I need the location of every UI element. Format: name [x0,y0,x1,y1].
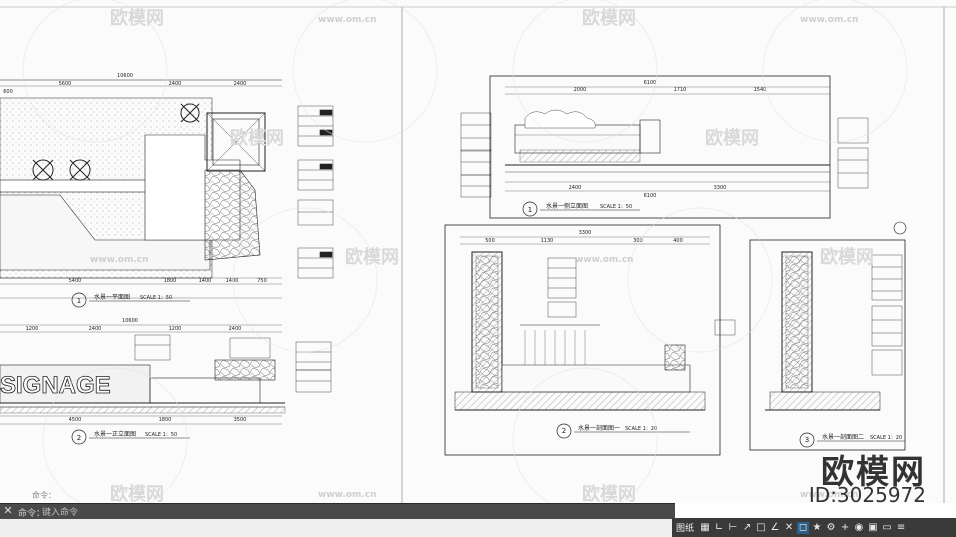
section1-dim-top-1: 500 [485,238,495,244]
watermark-url-4: www.om.cn [575,255,634,265]
layout-tabs-strip [0,519,672,537]
watermark-url-6: www.om.cn [800,490,859,500]
osnap-icon[interactable]: □ [756,521,766,533]
elevation-dim-top-3: 1200 [169,326,182,332]
section2-title: 水景一剖面图二 [822,433,864,441]
lineweight-icon[interactable]: ✕ [784,521,794,533]
plan-dim-top-1: 5600 [59,81,72,87]
plan-title: 水景一平面图 [94,293,130,301]
workspace-icon[interactable]: ★ [812,521,822,533]
plan-dim-bottom-4: 1400 [226,278,239,284]
status-bar: 图纸 ▦ ∟ ⊢ ↗ □ ∠ ✕◻★ ⚙ + ◉ ▣ ▭ ≡ [672,518,956,537]
drawing-canvas[interactable]: 10600 5600 2400 2400 600 5400 1800 1400 … [0,0,956,503]
plan-view [0,79,334,308]
site-brand-name: 欧模网 [821,452,926,491]
polar-icon[interactable]: ↗ [742,521,752,533]
side-dim-bottom-total: 6100 [644,193,657,199]
clean-screen-icon[interactable]: ▭ [882,521,892,533]
watermark-logo-3: 欧模网 [230,127,284,149]
section1-dim-top-4: 400 [673,238,683,244]
plan-number: 1 [77,297,81,305]
watermark-layer [22,0,908,503]
watermark-url-5: www.om.cn [318,490,377,500]
otrack-icon[interactable]: ∠ [770,521,780,533]
hardware-icon[interactable]: ▣ [868,521,878,533]
grid-icon[interactable]: ▦ [700,521,710,533]
side-dim-total: 6100 [644,80,657,86]
section1-dim-top-3: 300 [633,238,643,244]
plan-dim-bottom-5: 750 [257,278,267,284]
watermark-logo-2: 欧模网 [582,7,636,29]
plan-dim-top-3: 2400 [234,81,247,87]
side-title: 水景一侧立面图 [546,202,588,210]
watermark-logo-5: 欧模网 [345,246,399,268]
section2-number: 3 [805,436,809,444]
side-dim-top-2: 1710 [674,87,687,93]
elevation-dim-bottom-2: 1800 [159,417,172,423]
elevation-dim-top-1: 1200 [26,326,39,332]
elevation-dim-top-2: 2400 [89,326,102,332]
command-line: ✕ 命令： [0,503,675,520]
side-dim-top-3: 1540 [754,87,767,93]
elevation-dim-top-4: 2400 [229,326,242,332]
elevation-dim-bottom-3: 3500 [234,417,247,423]
plan-dim-bottom-3: 1400 [199,278,212,284]
command-input[interactable] [40,505,644,520]
plan-dim-top-4: 600 [3,89,13,95]
elevation-dim-bottom-1: 4500 [69,417,82,423]
status-icon-group: ▦ ∟ ⊢ ↗ □ ∠ ✕◻★ ⚙ + ◉ ▣ ▭ ≡ [698,521,908,534]
gear-icon[interactable]: ⚙ [826,521,836,533]
front-elevation-view [0,324,332,445]
watermark-logo-4: 欧模网 [705,127,759,149]
watermark-logo-8: 欧模网 [582,483,636,503]
section2-scale: SCALE 1：20 [870,435,902,441]
section-1-view [444,224,736,456]
watermark-logo-1: 欧模网 [110,7,164,29]
model-space-toggle[interactable]: 图纸 [676,524,695,534]
elevation-number: 2 [77,434,81,442]
side-scale: SCALE 1：50 [600,204,632,210]
watermark-url-3: www.om.cn [90,255,149,265]
watermark-url-2: www.om.cn [800,15,859,25]
elevation-dim-total: 10600 [122,318,138,324]
cad-drawing[interactable]: 10600 5600 2400 2400 600 5400 1800 1400 … [0,0,956,503]
section1-scale: SCALE 1：20 [625,426,657,432]
watermark-url-1: www.om.cn [318,15,377,25]
command-prompt-label: 命令： [18,509,46,519]
plan-dim-top-2: 2400 [169,81,182,87]
watermark-logo-7: 欧模网 [110,483,164,503]
side-dim-top-1: 2000 [574,87,587,93]
side-dim-bottom-1: 2400 [569,185,582,191]
section-2-view [749,221,907,451]
plan-dim-bottom-2: 1800 [164,278,177,284]
plan-scale: SCALE 1：50 [140,295,172,301]
section1-title: 水景一剖面图一 [578,424,620,432]
close-icon[interactable]: ✕ [3,505,13,517]
section1-dim-top-2: 1130 [541,238,554,244]
watermark-logo-6: 欧模网 [820,246,874,268]
annotation-icon[interactable]: ◻ [797,521,810,534]
ortho-icon[interactable]: ⊢ [728,521,738,533]
snap-icon[interactable]: ∟ [714,521,724,533]
model-id-label: ID:3025972 [808,483,926,507]
section1-number: 2 [562,427,566,435]
signage-text: SIGNAGE [0,372,111,399]
side-number: 1 [528,206,532,214]
plan-dim-total: 10600 [117,73,133,79]
plus-icon[interactable]: + [840,521,850,533]
side-dim-bottom-2: 3300 [714,185,727,191]
elevation-scale: SCALE 1：50 [145,432,177,438]
isolate-icon[interactable]: ◉ [854,521,864,533]
elevation-title: 水景一正立面图 [94,430,136,438]
plan-dim-bottom-1: 5400 [69,278,82,284]
section1-dim-total: 3300 [579,230,592,236]
menu-icon[interactable]: ≡ [896,521,906,533]
side-elevation-view [460,75,869,219]
command-history: 命令： [32,491,56,500]
